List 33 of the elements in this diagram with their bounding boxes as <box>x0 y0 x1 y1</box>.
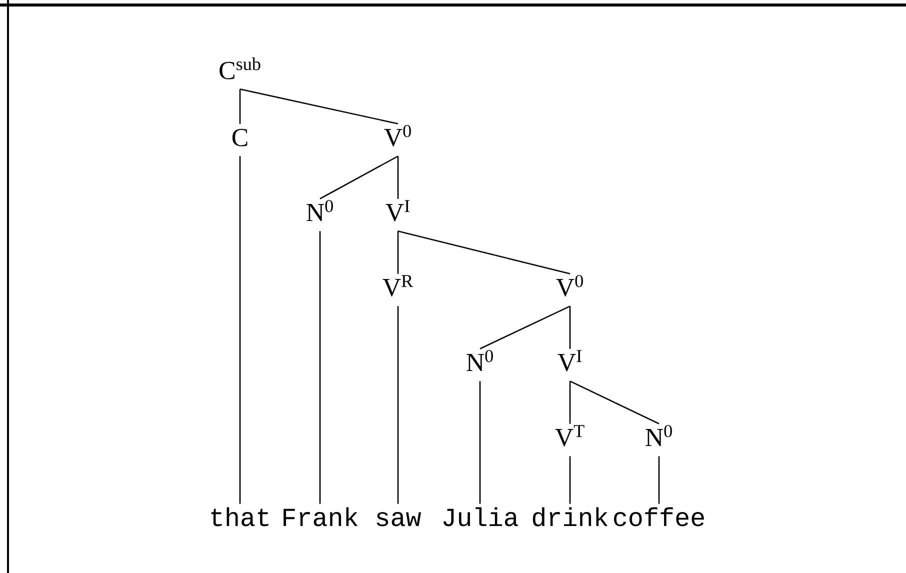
tree-node-label: C <box>232 128 248 146</box>
tree-branch <box>479 381 481 504</box>
tree-node-label: V$^{R}$ <box>382 275 414 296</box>
word-label: drink <box>532 507 608 526</box>
tree-node-label: V$^{0}$ <box>384 124 411 146</box>
tree-branch <box>569 456 571 504</box>
word-label: Frank <box>284 507 358 526</box>
tree-node-label: N$^{0}$ <box>466 350 493 371</box>
tree-branch <box>398 230 570 274</box>
tree-node-label: V$^{0}$ <box>556 274 583 296</box>
tree-branch <box>480 306 570 350</box>
tree-node-label: V$^{I}$ <box>386 200 410 222</box>
tree-branch <box>397 306 399 504</box>
word-label: that <box>211 507 268 526</box>
tree-node-label: V$^{T}$ <box>555 425 584 446</box>
tree-branch <box>240 88 398 124</box>
tree-node-label: N$^{0}$ <box>646 424 672 446</box>
tree-node-label: N$^{0}$ <box>306 200 333 221</box>
tree-branch <box>569 306 571 349</box>
word-label: saw <box>376 512 422 526</box>
tree-branch <box>397 156 399 199</box>
tree-branch <box>397 231 399 274</box>
tree-branch <box>320 156 398 200</box>
word-label: coffee <box>614 507 704 526</box>
tree-branch <box>570 380 660 424</box>
tree-node-label: C$^{sub}$ <box>220 57 260 80</box>
tree-branch <box>319 231 321 504</box>
tree-branch <box>239 89 241 124</box>
tree-node-label: V$^{I}$ <box>558 350 582 372</box>
tree-branch <box>569 381 571 424</box>
word-label: Julia <box>443 507 518 526</box>
tree-branch <box>239 156 241 504</box>
tree-branch <box>658 456 660 504</box>
